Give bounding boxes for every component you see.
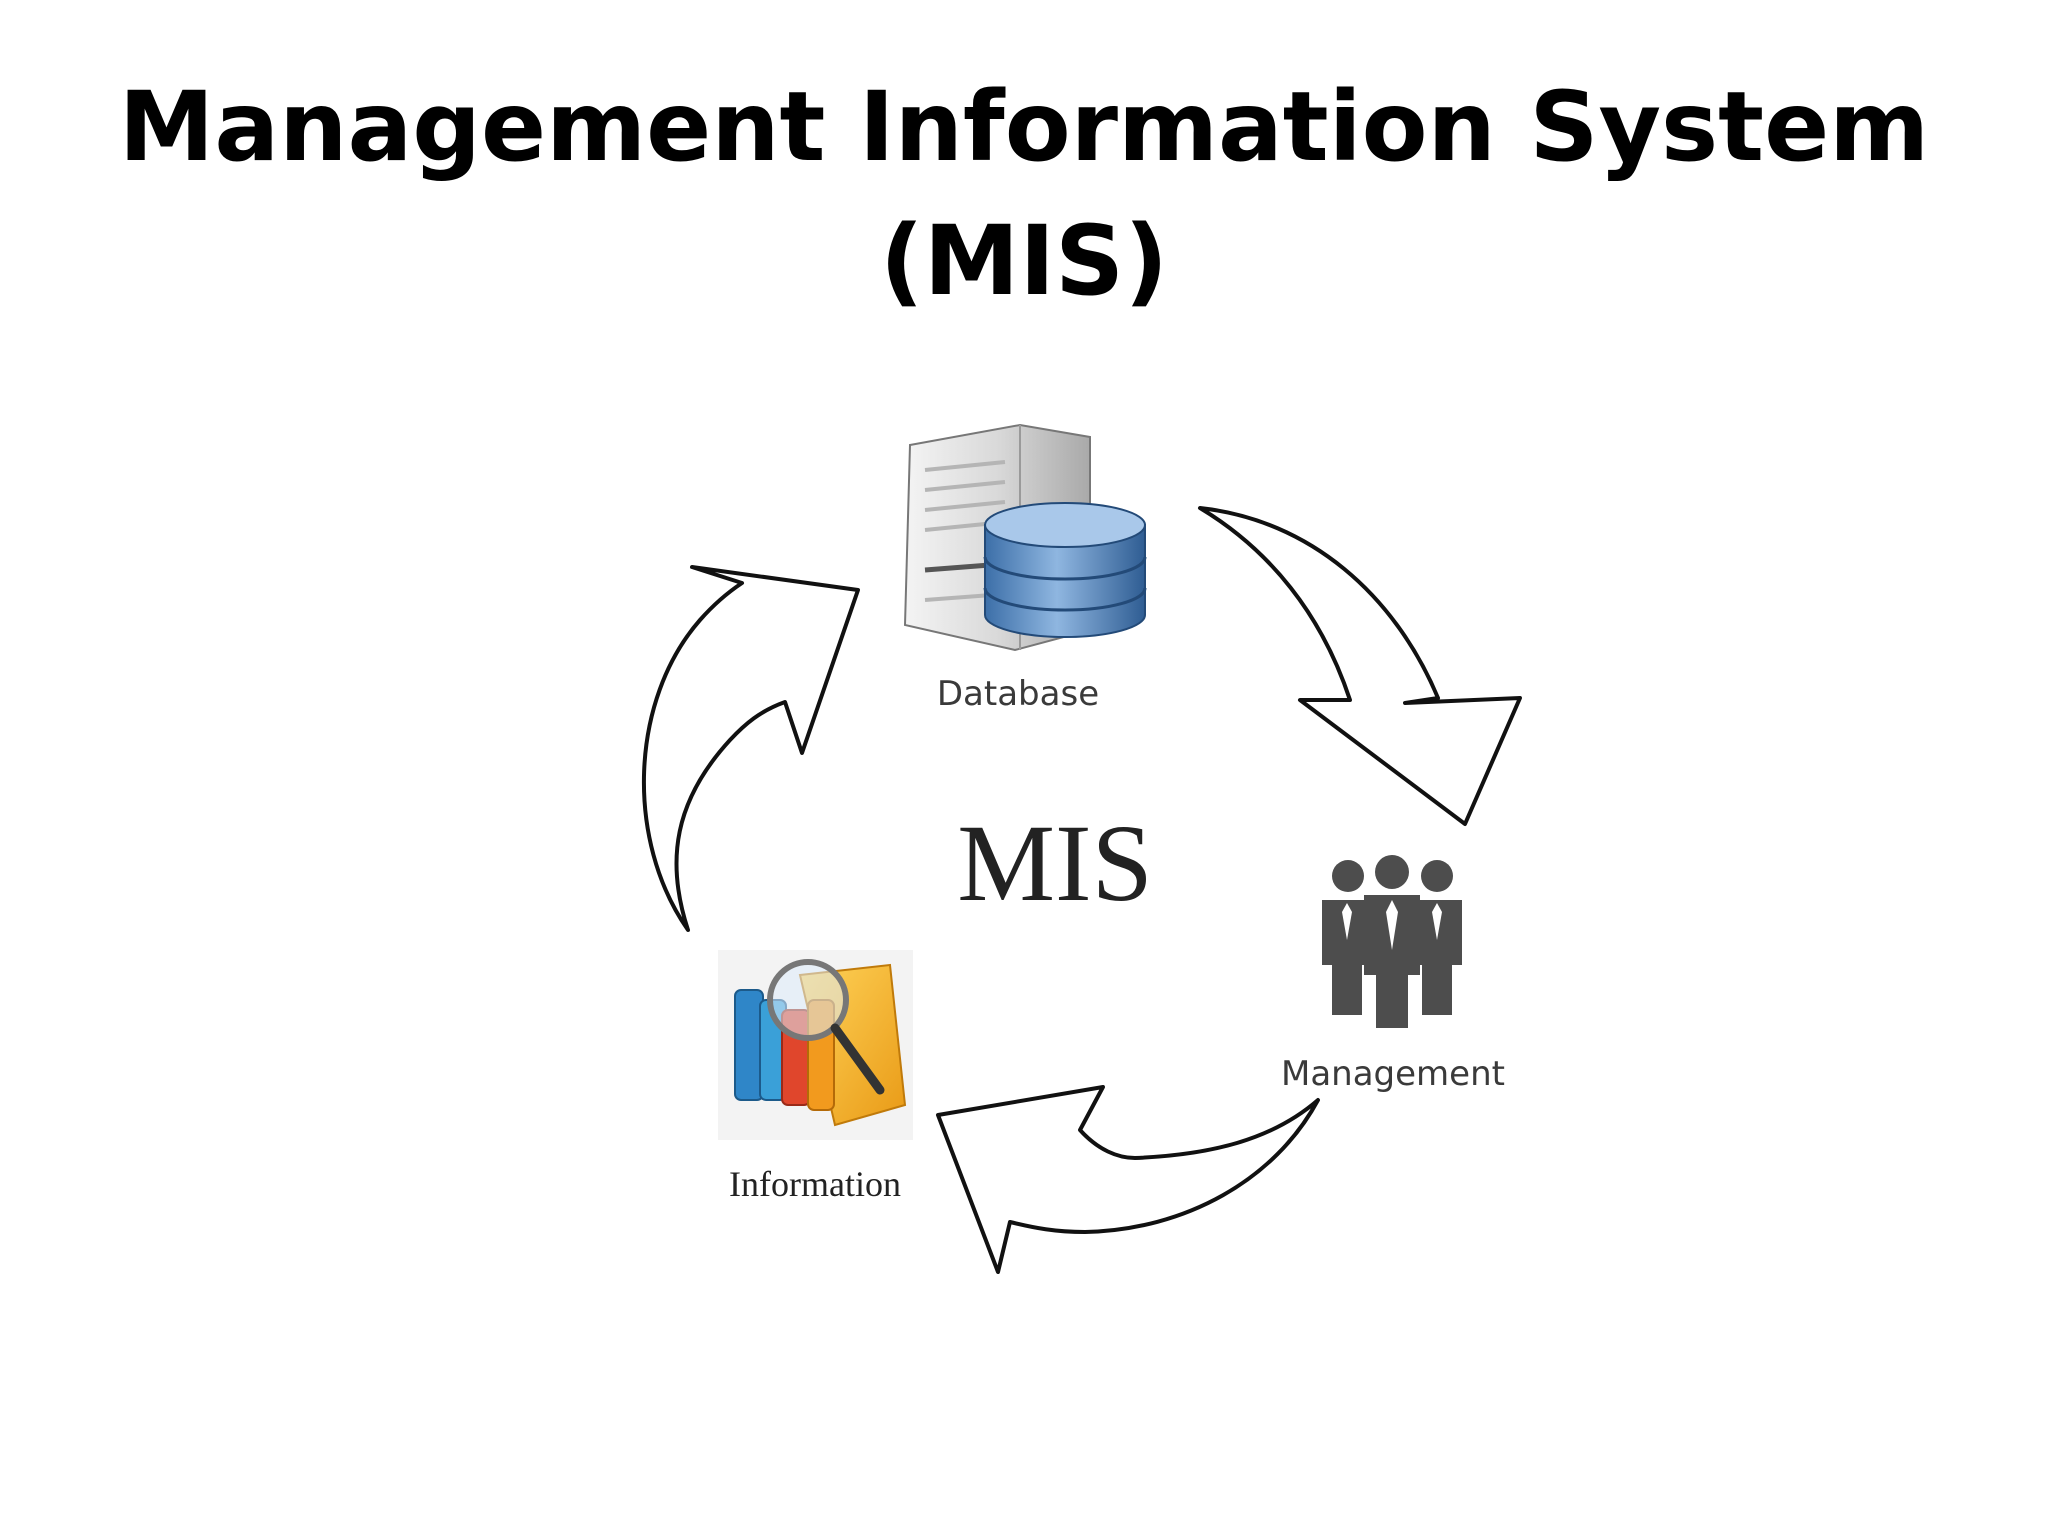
folder-search-icon: [718, 950, 913, 1140]
information-node: Information: [718, 950, 913, 1204]
center-mis-label: MIS: [957, 802, 1153, 924]
slide-title: Management Information System (MIS): [0, 60, 2048, 328]
information-label: Information: [729, 1164, 901, 1204]
people-group-icon: [1322, 855, 1462, 1028]
arrow-database-to-management-shape: [1198, 506, 1522, 826]
arrow-management-to-information: [936, 1085, 1320, 1274]
management-label: Management: [1281, 1054, 1505, 1094]
slide-title-line2: (MIS): [879, 205, 1169, 317]
database-label: Database: [937, 674, 1099, 714]
arrow-information-to-database: [641, 565, 860, 932]
server-database-icon: [903, 423, 1147, 652]
slide-title-line1: Management Information System: [118, 71, 1930, 183]
management-node: Management: [1281, 855, 1505, 1094]
database-node: Database: [903, 423, 1147, 714]
